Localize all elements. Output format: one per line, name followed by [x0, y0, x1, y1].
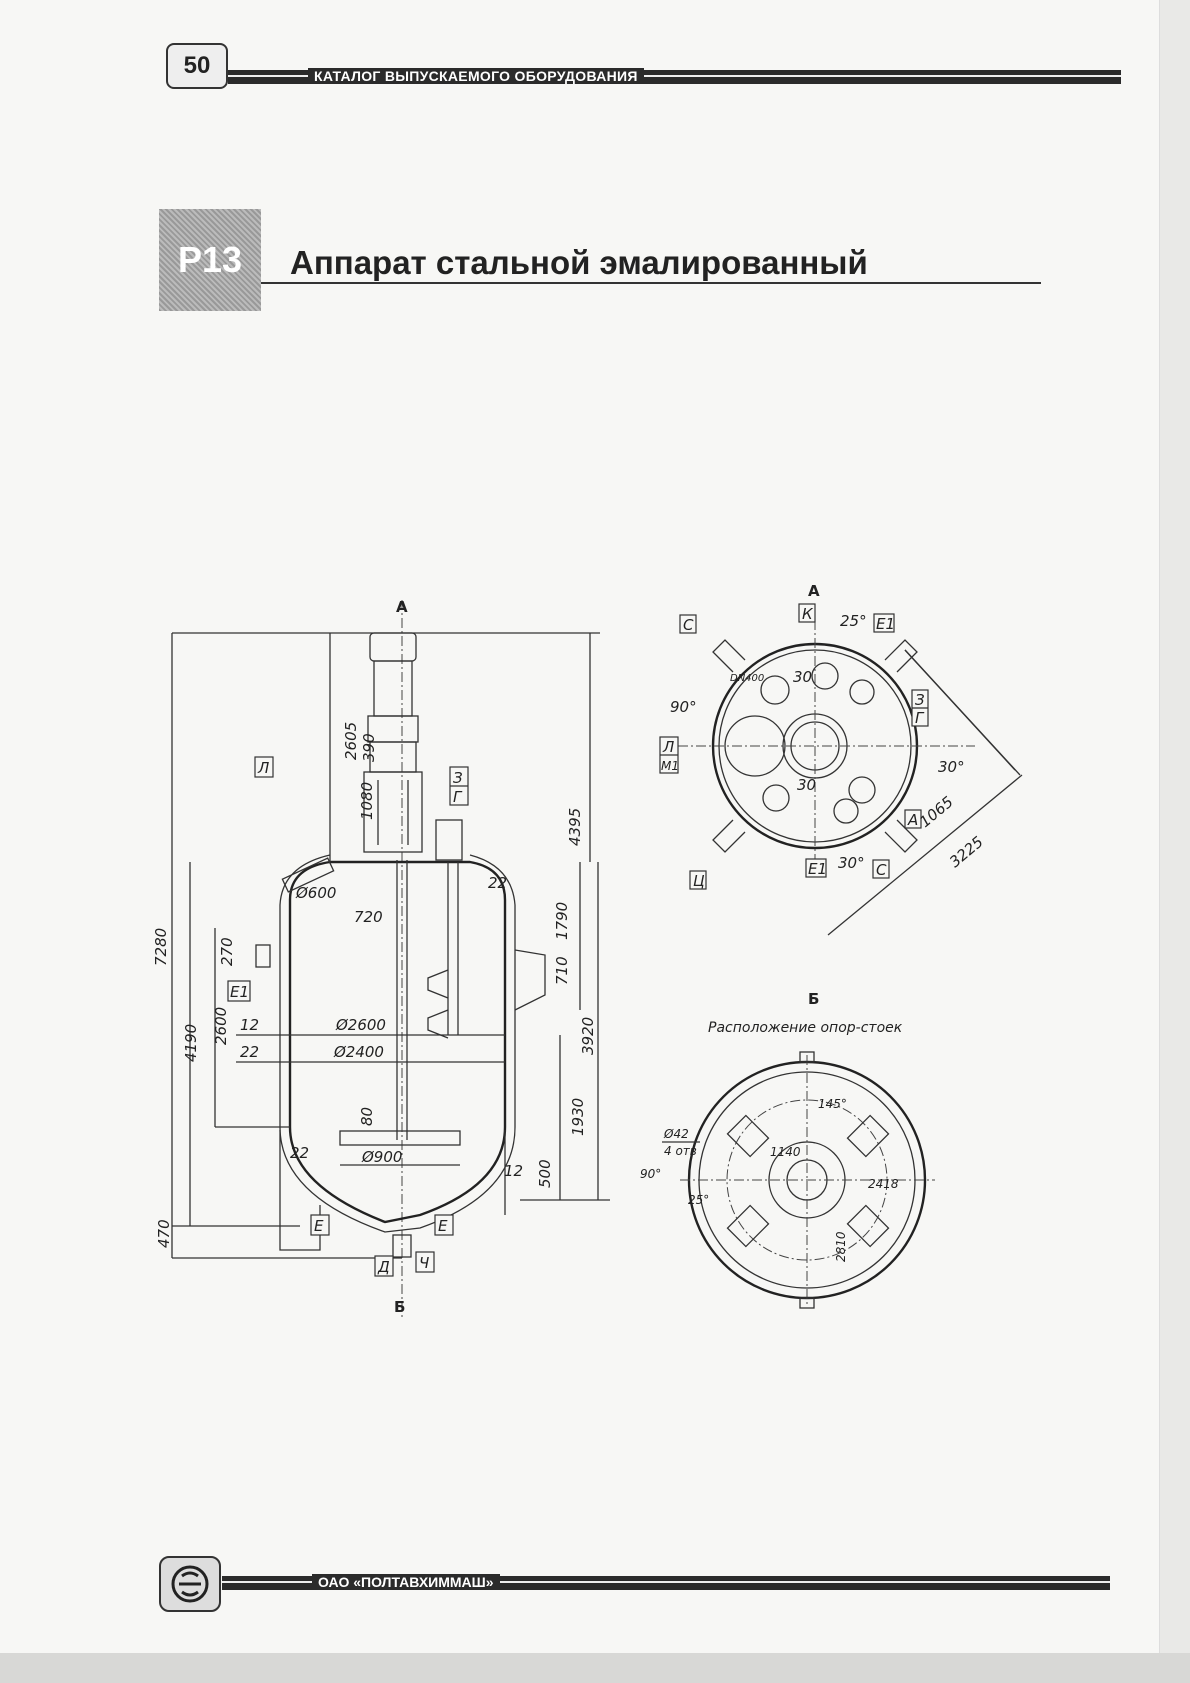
angle-label: 30° [938, 758, 965, 776]
label-s: С [876, 861, 887, 879]
dn-label: DN400 [730, 673, 764, 684]
view-b-geometry [680, 1051, 935, 1309]
company-logo [159, 1556, 221, 1612]
scan-bottom-edge [0, 1653, 1190, 1683]
dim-label: 80 [358, 1107, 376, 1126]
dim-label: 3920 [579, 1017, 597, 1055]
nozzle-e: Е [438, 1217, 448, 1235]
hole-count-label: 4 отв [664, 1144, 697, 1158]
label-g: Г [915, 709, 925, 727]
dim-label: 12 [504, 1162, 523, 1180]
dim-label: 710 [553, 956, 571, 985]
main-view-dimensions: 2605 390 1080 4395 Ø600 720 22 1790 7280… [152, 722, 597, 1248]
dim-label: 1930 [569, 1098, 587, 1136]
dim-label: Ø2600 [335, 1016, 386, 1034]
dim-label: 22 [240, 1043, 259, 1061]
nozzle-l: Л [257, 759, 269, 777]
page-number: 50 [166, 43, 228, 89]
view-b-title: Б [808, 990, 819, 1008]
product-code: P13 [159, 209, 261, 311]
nozzle-z: З [453, 769, 463, 787]
view-b-labels: Ø42 4 отв 145° 90° 1140 2418 25° 2810 [640, 1097, 899, 1262]
dim-label: Ø900 [361, 1148, 402, 1166]
dim-label: Ø600 [295, 884, 336, 902]
label-a: А [907, 811, 918, 829]
view-a-geometry [660, 620, 1023, 936]
header-bar: КАТАЛОГ ВЫПУСКАЕМОГО ОБОРУДОВАНИЯ [228, 68, 1121, 84]
dim-label: 2810 [834, 1231, 848, 1262]
nozzle-g: Г [453, 788, 463, 806]
company-name: ОАО «ПОЛТАВХИММАШ» [312, 1574, 500, 1590]
dim-label: 500 [536, 1159, 554, 1188]
angle-label: 90° [670, 698, 697, 716]
dim-label: 390 [360, 733, 378, 762]
angle-label: 30 [797, 776, 816, 794]
dim-label: 22 [290, 1144, 309, 1162]
nozzle-d: Д [377, 1258, 390, 1276]
dim-label: 2418 [868, 1177, 899, 1191]
label-l: Л [662, 738, 674, 756]
dim-label: 3225 [946, 833, 987, 871]
dim-label: 720 [354, 908, 383, 926]
angle-label: 30° [838, 854, 865, 872]
dim-label: 12 [240, 1016, 259, 1034]
dim-label: 1140 [770, 1145, 801, 1159]
view-a-labels: К 25° Е1 С 90° DN400 30 З Г Л М1 30° 30 … [659, 603, 987, 890]
dim-label: 7280 [152, 928, 170, 966]
dim-label: Ø2400 [333, 1043, 384, 1061]
page-title: Аппарат стальной эмалированный [290, 244, 868, 281]
nozzle-labels: Л З Г Е1 Е Е Д Ч [227, 756, 469, 1277]
label-e1: Е1 [876, 615, 895, 633]
label-s: С [683, 616, 694, 634]
label-ts: Ц [693, 872, 705, 890]
nozzle-e: Е [314, 1217, 324, 1235]
footer-bar: ОАО «ПОЛТАВХИММАШ» [222, 1574, 1110, 1590]
dim-label: 470 [155, 1219, 173, 1248]
logo-icon [171, 1565, 209, 1603]
hole-diameter-label: Ø42 [663, 1127, 689, 1141]
label-m1: М1 [661, 759, 679, 773]
dim-label: 1790 [553, 902, 571, 940]
dim-label: 2605 [342, 722, 360, 760]
catalog-title: КАТАЛОГ ВЫПУСКАЕМОГО ОБОРУДОВАНИЯ [308, 68, 644, 84]
view-mark-a: А [396, 598, 408, 616]
angle-label: 145° [818, 1097, 847, 1111]
label-e1: Е1 [808, 860, 827, 878]
view-mark-b: Б [394, 1298, 405, 1316]
dim-label: 22 [488, 874, 507, 892]
main-view-geometry [171, 600, 610, 1320]
angle-label: 90° [640, 1167, 661, 1181]
dim-label: 270 [218, 937, 236, 966]
angle-label: 25° [840, 612, 867, 630]
view-b-caption: Расположение опор-стоек [708, 1020, 903, 1036]
nozzle-e1: Е1 [230, 983, 249, 1001]
angle-label: 25° [688, 1193, 709, 1207]
dim-label: 2600 [212, 1007, 230, 1045]
dim-label: 1065 [916, 793, 957, 831]
angle-label: 30 [793, 668, 812, 686]
dim-label: 1080 [358, 782, 376, 820]
nozzle-ch: Ч [419, 1254, 429, 1272]
label-k: К [802, 605, 814, 623]
dim-label: 4190 [182, 1024, 200, 1062]
view-a-title: А [808, 582, 820, 600]
label-z: З [915, 691, 925, 709]
title-underline [261, 282, 1041, 284]
dim-label: 4395 [566, 808, 584, 846]
scan-edge [1159, 0, 1190, 1683]
